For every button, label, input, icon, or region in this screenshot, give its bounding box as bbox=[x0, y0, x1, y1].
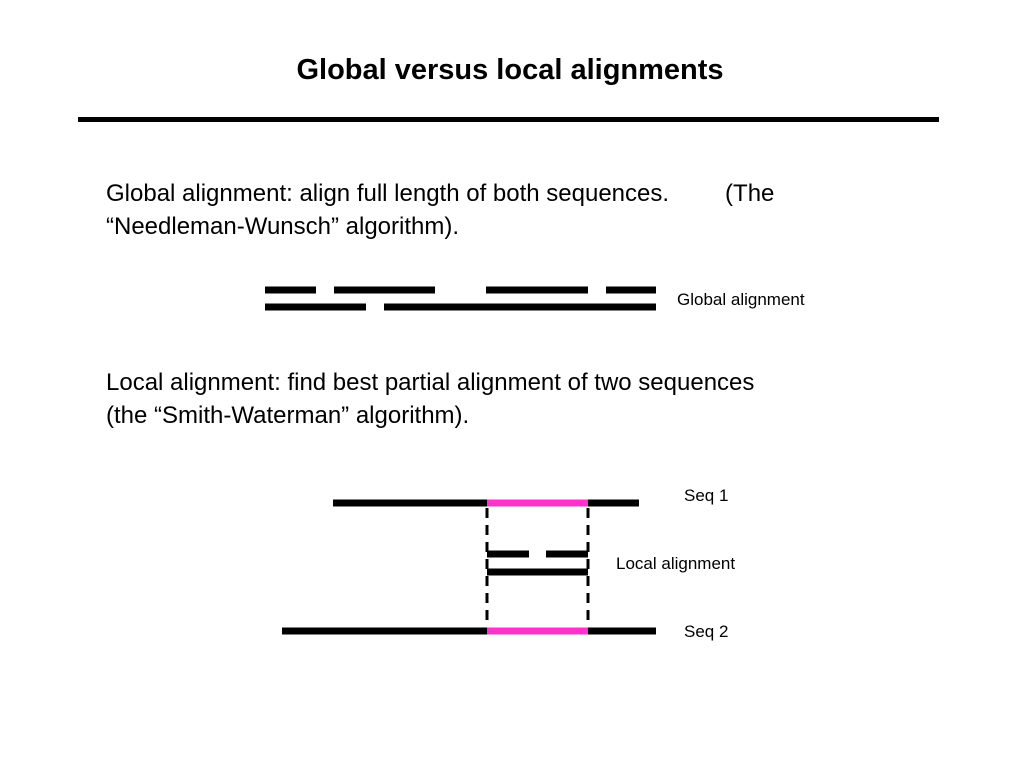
local-alignment-algorithm: (the “Smith-Waterman” algorithm). bbox=[106, 402, 470, 429]
local-alignment-text: Local alignment: find best partial align… bbox=[106, 369, 755, 396]
global-alignment-description: Global alignment: align full length of b… bbox=[106, 177, 926, 243]
global-alignment-label: Global alignment bbox=[677, 290, 805, 309]
local-alignment-description: Local alignment: find best partial align… bbox=[106, 366, 926, 432]
global-alignment-diagram bbox=[265, 286, 656, 311]
local-alignment-diagram bbox=[282, 499, 656, 635]
local-alignment-label: Local alignment bbox=[616, 554, 736, 573]
global-alignment-paren: (The bbox=[725, 180, 775, 207]
seq2-label: Seq 2 bbox=[684, 622, 729, 641]
global-alignment-text: Global alignment: align full length of b… bbox=[106, 180, 670, 207]
title-divider bbox=[78, 117, 939, 122]
seq1-label: Seq 1 bbox=[684, 486, 729, 505]
slide-title: Global versus local alignments bbox=[296, 54, 724, 86]
global-alignment-algorithm: “Needleman-Wunsch” algorithm). bbox=[106, 213, 460, 240]
